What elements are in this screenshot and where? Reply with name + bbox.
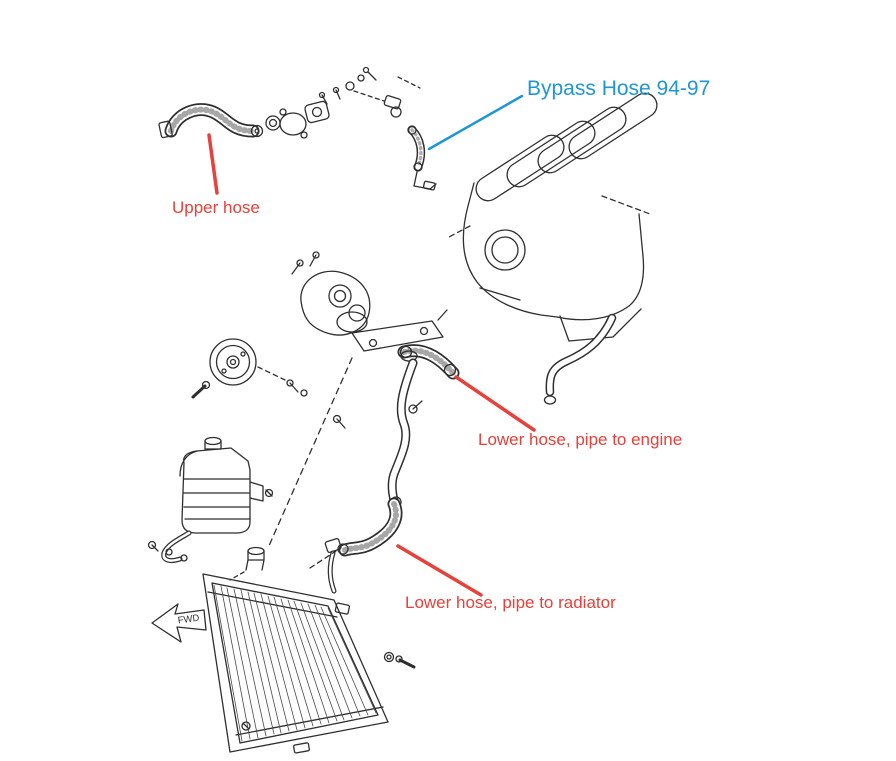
annotation-leader-lines <box>207 94 536 597</box>
fwd-arrow: FWD <box>151 603 207 643</box>
water-outlet-illustration <box>291 251 448 352</box>
reservoir-tank-illustration <box>147 436 274 564</box>
bypass-hose-illustration <box>345 66 437 191</box>
annotation-upper-hose: Upper hose <box>172 198 260 217</box>
annotation-bypass-hose: Bypass Hose 94-97 <box>527 77 711 100</box>
engine-pipe-illustration <box>543 313 617 405</box>
fwd-label: FWD <box>177 613 200 627</box>
annotation-lower-hose-engine: Lower hose, pipe to engine <box>478 430 683 449</box>
upper-hose-illustration <box>158 103 264 139</box>
radiator-illustration <box>202 546 416 754</box>
lower-hose-radiator-leader-line <box>396 544 483 597</box>
pulley-illustration <box>191 338 308 399</box>
engine-illustration <box>446 92 658 342</box>
down-pipe-illustration <box>332 350 423 508</box>
lower-hose-engine-leader-line <box>454 375 536 432</box>
bypass-hose-leader-line <box>427 94 524 151</box>
annotation-lower-hose-radiator: Lower hose, pipe to radiator <box>405 593 616 612</box>
lower-hose-radiator-illustration <box>267 357 403 594</box>
upper-hose-leader-line <box>207 133 219 195</box>
thermostat-housing-illustration <box>265 86 341 139</box>
